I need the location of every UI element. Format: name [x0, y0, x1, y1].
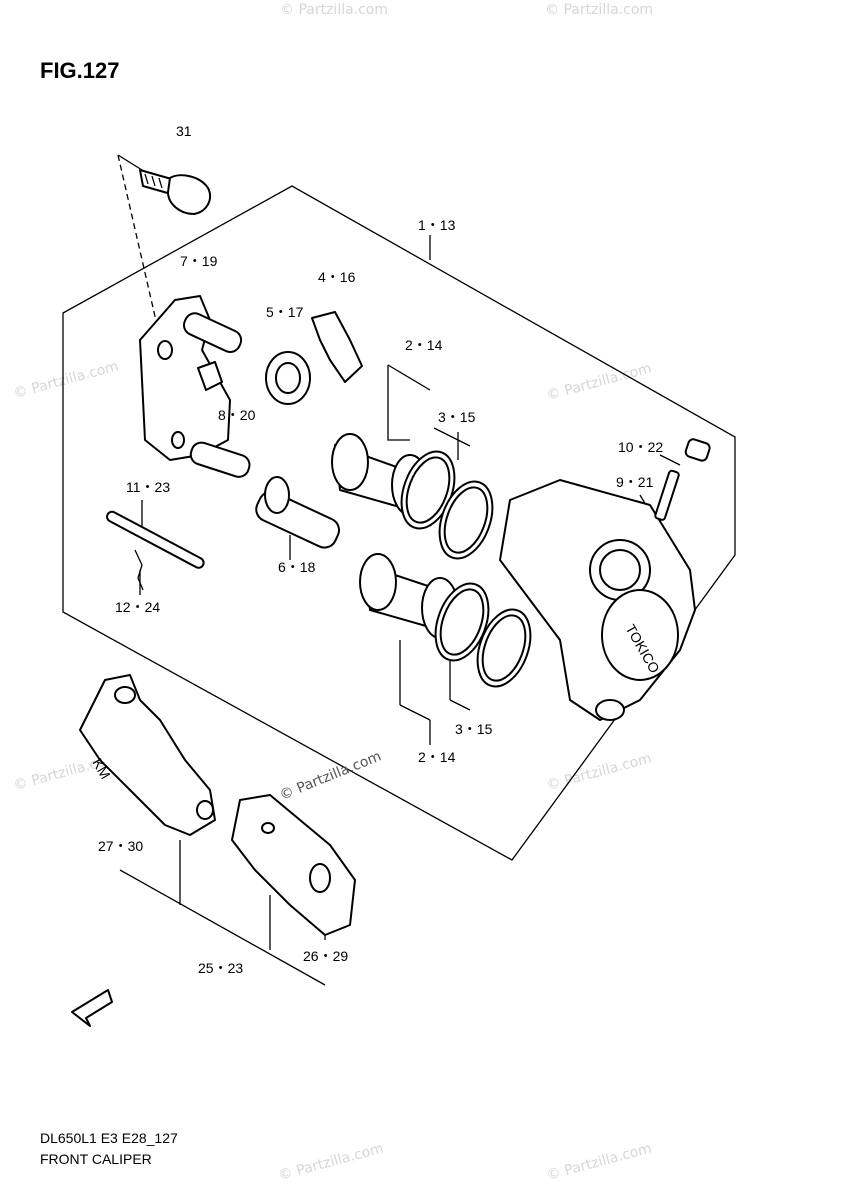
piston-seal-upper	[400, 450, 494, 560]
callout-labels: 31 1・13 7・19 4・16 5・17 2・14 8・20 3・15 10…	[98, 123, 663, 976]
callout-11-23: 11・23	[126, 479, 170, 495]
callout-2-14-lower: 2・14	[418, 749, 456, 765]
callout-6-18: 6・18	[278, 559, 316, 575]
brake-pad-outer: KM	[79, 674, 216, 836]
callout-2-14-upper: 2・14	[405, 337, 443, 353]
brake-pad-inner	[231, 794, 356, 936]
watermark: © Partzilla.com	[280, 2, 388, 18]
front-arrow-icon	[71, 989, 113, 1027]
callout-5-17: 5・17	[266, 304, 304, 320]
bleeder-cap	[684, 438, 711, 462]
dust-boot	[265, 351, 311, 405]
pad-spring	[311, 311, 363, 383]
callout-4-16: 4・16	[318, 269, 356, 285]
piston-lower	[359, 553, 459, 639]
caliper-bracket	[139, 295, 251, 478]
callout-12-24: 12・24	[115, 599, 160, 615]
pin-clip	[134, 549, 144, 591]
watermark: © Partzilla.com	[545, 2, 653, 18]
diagram-name: FRONT CALIPER	[40, 1151, 152, 1167]
watermark: © Partzilla.com	[12, 358, 121, 401]
caliper-bolt	[139, 169, 212, 215]
callout-3-15-lower: 3・15	[455, 721, 493, 737]
callout-7-19: 7・19	[180, 253, 218, 269]
figure-title: FIG.127	[40, 58, 119, 83]
callout-26-29: 26・29	[303, 948, 348, 964]
watermark: © Partzilla.com	[545, 1140, 654, 1183]
slide-pin	[255, 476, 340, 549]
watermark-center: © Partzilla.com	[278, 748, 384, 803]
diagram-code: DL650L1 E3 E28_127	[40, 1130, 178, 1146]
callout-3-15-upper: 3・15	[438, 409, 476, 425]
callout-8-20: 8・20	[218, 407, 256, 423]
callout-10-22: 10・22	[618, 439, 663, 455]
callout-31: 31	[176, 123, 192, 139]
callout-1-13: 1・13	[418, 217, 456, 233]
callout-9-21: 9・21	[616, 474, 654, 490]
caliper-housing: TOKICO	[499, 479, 696, 721]
bleeder-valve	[654, 469, 680, 521]
watermark: © Partzilla.com	[277, 1140, 386, 1183]
piston-seal-lower	[434, 582, 532, 688]
callout-27-30: 27・30	[98, 838, 143, 854]
watermark: © Partzilla.com	[545, 750, 654, 793]
assembly-outline	[62, 185, 736, 861]
callout-25-23: 25・23	[198, 960, 243, 976]
retainer-clip	[197, 361, 223, 391]
pad-pin	[106, 510, 205, 569]
